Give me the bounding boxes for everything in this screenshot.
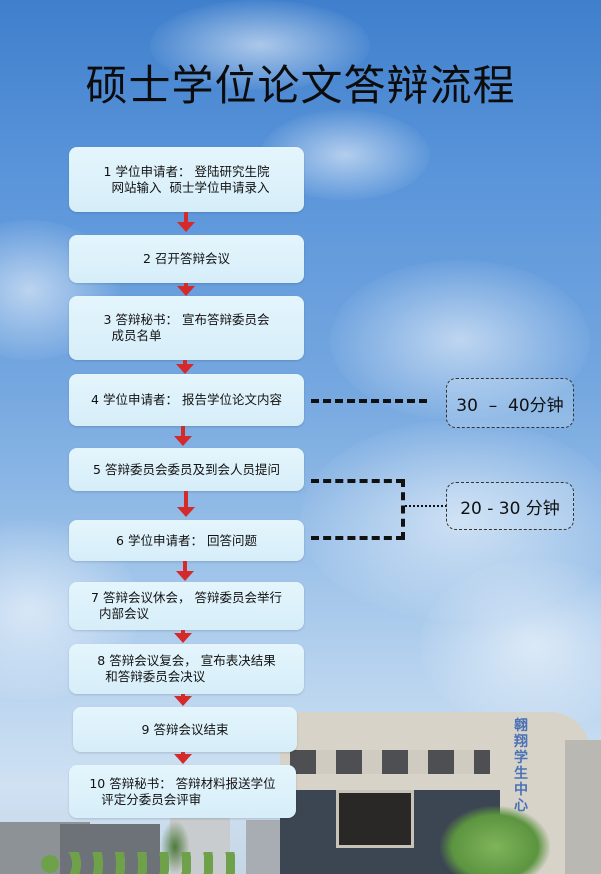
flow-step-label: 9 答辩会议结束 <box>141 721 229 737</box>
connector-step4 <box>311 399 427 403</box>
duration-badge-qa: 20 - 30 分钟 <box>446 482 574 530</box>
flow-step-3: 3 答辩秘书： 宣布答辩委员会 成员名单 <box>69 296 304 360</box>
flow-step-label: 10 答辩秘书： 答辩材料报送学位 评定分委员会评审 <box>89 775 276 807</box>
flow-step-2: 2 召开答辩会议 <box>69 235 304 283</box>
duration-badge-presentation: 30 – 40分钟 <box>446 378 574 428</box>
page-title: 硕士学位论文答辩流程 <box>85 61 516 110</box>
building-sign: 翱翔学生中心 <box>514 718 528 814</box>
connector-step5 <box>311 479 404 483</box>
flow-step-7: 7 答辩会议休会， 答辩委员会举行 内部会议 <box>69 582 304 630</box>
connector-bracket-lead <box>405 505 447 507</box>
connector-step6 <box>311 536 404 540</box>
flow-step-label: 4 学位申请者： 报告学位论文内容 <box>91 392 282 407</box>
duration-label: 20 - 30 分钟 <box>460 498 560 519</box>
flow-step-1: 1 学位申请者： 登陆研究生院 网站输入 硕士学位申请录入 <box>69 147 304 212</box>
connector-bracket <box>401 479 405 540</box>
flow-step-label: 3 答辩秘书： 宣布答辩委员会 成员名单 <box>103 312 270 343</box>
flow-step-6: 6 学位申请者： 回答问题 <box>69 520 304 561</box>
duration-label: 30 – 40分钟 <box>456 395 564 416</box>
flow-step-9: 9 答辩会议结束 <box>73 707 297 752</box>
flow-step-4: 4 学位申请者： 报告学位论文内容 <box>69 374 304 426</box>
flow-step-label: 1 学位申请者： 登陆研究生院 网站输入 硕士学位申请录入 <box>103 163 270 195</box>
cloud-decoration <box>330 260 590 420</box>
cloud-decoration <box>420 560 601 730</box>
flow-step-label: 7 答辩会议休会， 答辩委员会举行 内部会议 <box>91 590 282 621</box>
flow-step-label: 5 答辩委员会委员及到会人员提问 <box>93 461 280 477</box>
flow-step-10: 10 答辩秘书： 答辩材料报送学位 评定分委员会评审 <box>69 765 296 818</box>
flow-step-8: 8 答辩会议复会， 宣布表决结果 和答辩委员会决议 <box>69 644 304 694</box>
flow-step-label: 2 召开答辩会议 <box>143 251 230 266</box>
flow-step-5: 5 答辩委员会委员及到会人员提问 <box>69 448 304 491</box>
flow-step-label: 6 学位申请者： 回答问题 <box>116 532 257 548</box>
flow-step-label: 8 答辩会议复会， 宣布表决结果 和答辩委员会决议 <box>97 653 276 684</box>
cloud-decoration <box>150 0 370 90</box>
